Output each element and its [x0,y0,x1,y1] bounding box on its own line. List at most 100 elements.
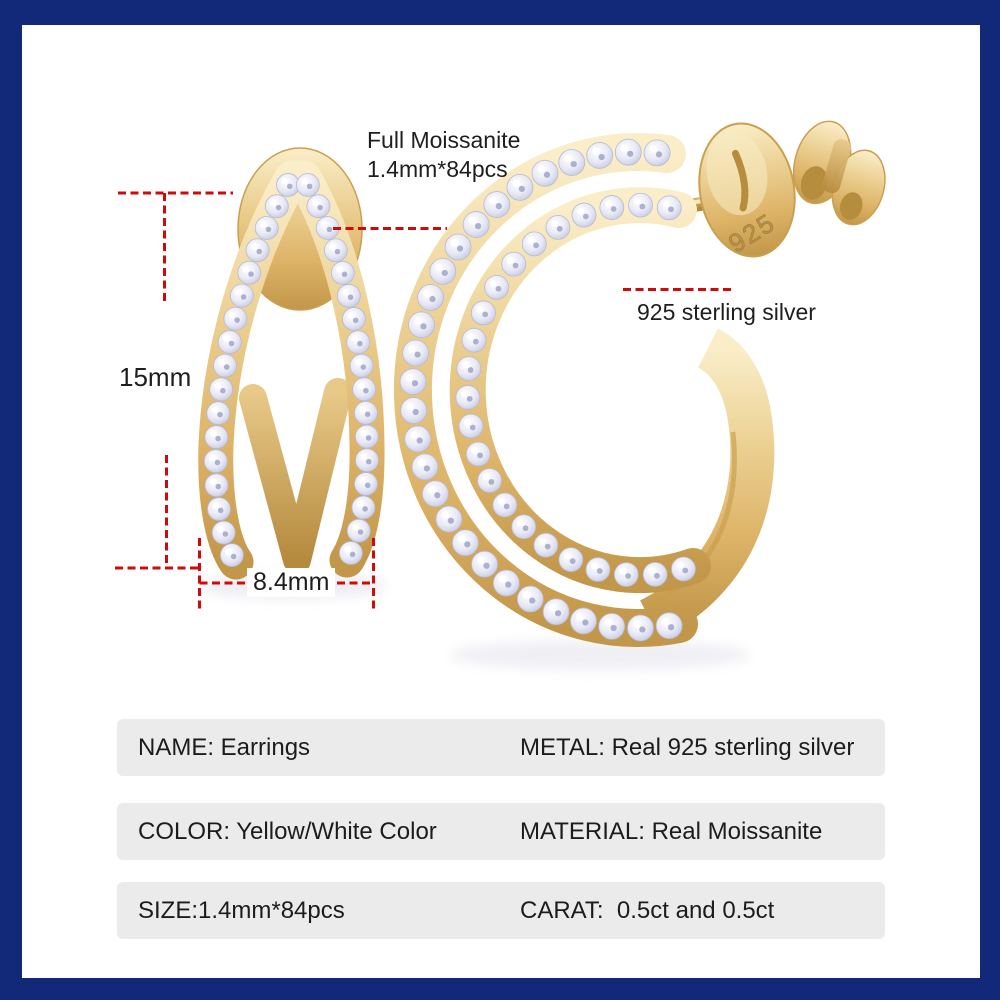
stone-facet [357,529,364,535]
stone-highlight [460,390,468,397]
stone-highlight [661,617,669,626]
stone-facet [423,465,431,472]
stone-facet [610,206,617,212]
stone-facet [518,185,526,193]
stone-facet [543,171,551,178]
stone-facet [505,581,512,588]
stone-highlight [461,361,469,369]
stone-highlight [489,280,497,287]
stone-highlight [516,519,524,527]
spec-color: COLOR: Yellow/White Color [138,817,437,845]
stone-highlight [649,145,657,153]
stone-highlight [357,382,364,389]
stone-facet [341,271,348,278]
stone-facet [682,567,689,574]
stone-facet [352,317,359,324]
moissanite-callout-line1: Full Moissanite [367,127,521,153]
stone-highlight [225,548,232,555]
spec-metal: METAL: Real 925 sterling silver [520,733,855,761]
stone-facet [228,340,235,347]
stone-facet [627,150,634,157]
stone-highlight [604,200,612,208]
stone-facet [625,573,631,579]
left-earring [197,147,387,599]
stone-facet [217,411,223,418]
stone-highlight [592,147,600,155]
stone-facet [482,311,489,318]
stone-highlight [311,199,319,206]
spec-table: NAME: Earrings METAL: Real 925 sterling … [117,719,885,939]
stone-highlight [522,591,531,599]
stone-facet [610,624,617,632]
stone-facet [522,525,529,532]
stone-highlight [468,216,476,225]
stone-highlight [342,288,349,296]
stone-highlight [498,575,507,583]
stone-highlight [527,236,535,244]
stone-highlight [235,288,242,296]
stone-highlight [209,478,217,485]
stone-facet [357,340,363,347]
stone-facet [234,317,240,323]
stone-highlight [214,382,221,389]
stone-facet [317,204,323,211]
stone-facet [364,482,371,489]
stone-highlight [548,603,556,612]
stone-highlight [590,562,598,570]
stone-facet [306,183,313,190]
right-earring-stones [455,192,696,587]
stone-facet [456,245,464,252]
stone-highlight [564,154,572,162]
right-earring-stones [399,138,683,642]
stone-highlight [476,305,484,313]
stone-highlight [441,511,449,519]
stone-facet [230,553,237,560]
stone-facet [411,380,419,387]
stone-highlight [619,567,627,575]
stone-facet [248,271,254,277]
spec-row-color-material: COLOR: Yellow/White Color MATERIAL: Real… [117,803,885,860]
stone-highlight [435,263,443,271]
spec-name: NAME: Earrings [138,733,311,761]
stone-facet [362,506,368,512]
stone-highlight [450,239,458,247]
stone-facet [569,558,576,564]
stone-facet [441,269,448,277]
stone-facet [495,203,502,210]
stone-highlight [648,567,655,574]
left-earring-stones [295,173,379,565]
stone-facet [582,213,589,220]
stone-facet [414,351,421,358]
stone-facet [256,248,263,255]
stone-highlight [329,243,336,250]
stone-facet [556,225,563,232]
spec-carat: CARAT: 0.5ct and 0.5ct [520,896,775,924]
stone-facet [596,568,603,574]
stone-facet [360,364,367,370]
stone-facet [217,507,224,514]
stone-facet [326,226,333,233]
stone-facet [365,458,372,465]
butterfly-back [792,120,886,226]
spec-row-name-metal: NAME: Earrings METAL: Real 925 sterling … [117,719,885,776]
moissanite-callout-line2: 1.4mm*84pcs [367,156,508,182]
stone-facet [655,151,663,158]
stone-highlight [577,207,584,215]
stone-highlight [359,405,366,413]
stone-highlight [537,165,545,173]
stone-highlight [575,613,584,621]
stone-highlight [408,345,416,353]
stone-facet [363,387,369,394]
stone-highlight [242,265,250,273]
stone-facet [215,435,221,442]
stone-facet [469,424,476,431]
silver-callout: 925 sterling silver [637,299,816,325]
stone-highlight [250,243,258,250]
stone-facet [474,223,482,230]
stone-highlight [464,418,471,426]
stone-highlight [413,317,422,325]
stone-highlight [211,406,219,413]
stone-facet [495,285,502,292]
stone-highlight [633,197,641,205]
